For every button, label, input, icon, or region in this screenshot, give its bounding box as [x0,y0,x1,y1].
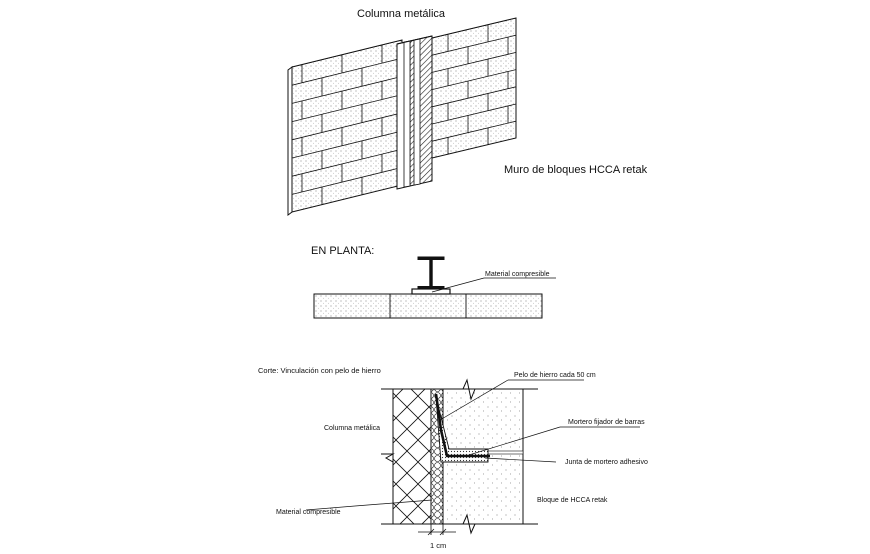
plan-view: EN PLANTA: Material compresible [311,245,556,319]
section-view: Corte: Vinculación con pelo de hierro 1 … [258,366,648,550]
section-rebar [434,393,490,458]
joint-label: Junta de mortero adhesivo [565,459,648,466]
plan-wall-blocks [313,293,543,319]
rebar-label: Pelo de hierro cada 50 cm [514,372,596,379]
i-beam-plan [417,256,445,290]
isometric-wall-view: Columna metálica Muro de bloques HCCA re… [287,8,648,216]
dimension-1cm [418,524,456,536]
wall-label: Muro de bloques HCCA retak [504,164,648,176]
plan-material-label: Material compresible [485,271,550,278]
material-label: Material compresible [276,509,341,516]
column-label: Columna metálica [324,425,380,432]
section-break-top [462,378,476,401]
section-title: Corte: Vinculación con pelo de hierro [258,366,381,375]
section-break-left [381,453,395,463]
isometric-title: Columna metálica [357,8,446,20]
plan-title: EN PLANTA: [311,245,374,257]
wall-edge [287,66,293,216]
wall-right-face [431,17,517,159]
dimension-label: 1 cm [430,541,446,550]
section-break-bottom [462,513,476,535]
plan-compressible-material [411,288,451,295]
section-metal-column [392,388,432,525]
block-label: Bloque de HCCA retak [537,497,608,504]
metal-column-isometric [396,35,433,190]
mortar-label: Mortero fijador de barras [568,419,645,426]
